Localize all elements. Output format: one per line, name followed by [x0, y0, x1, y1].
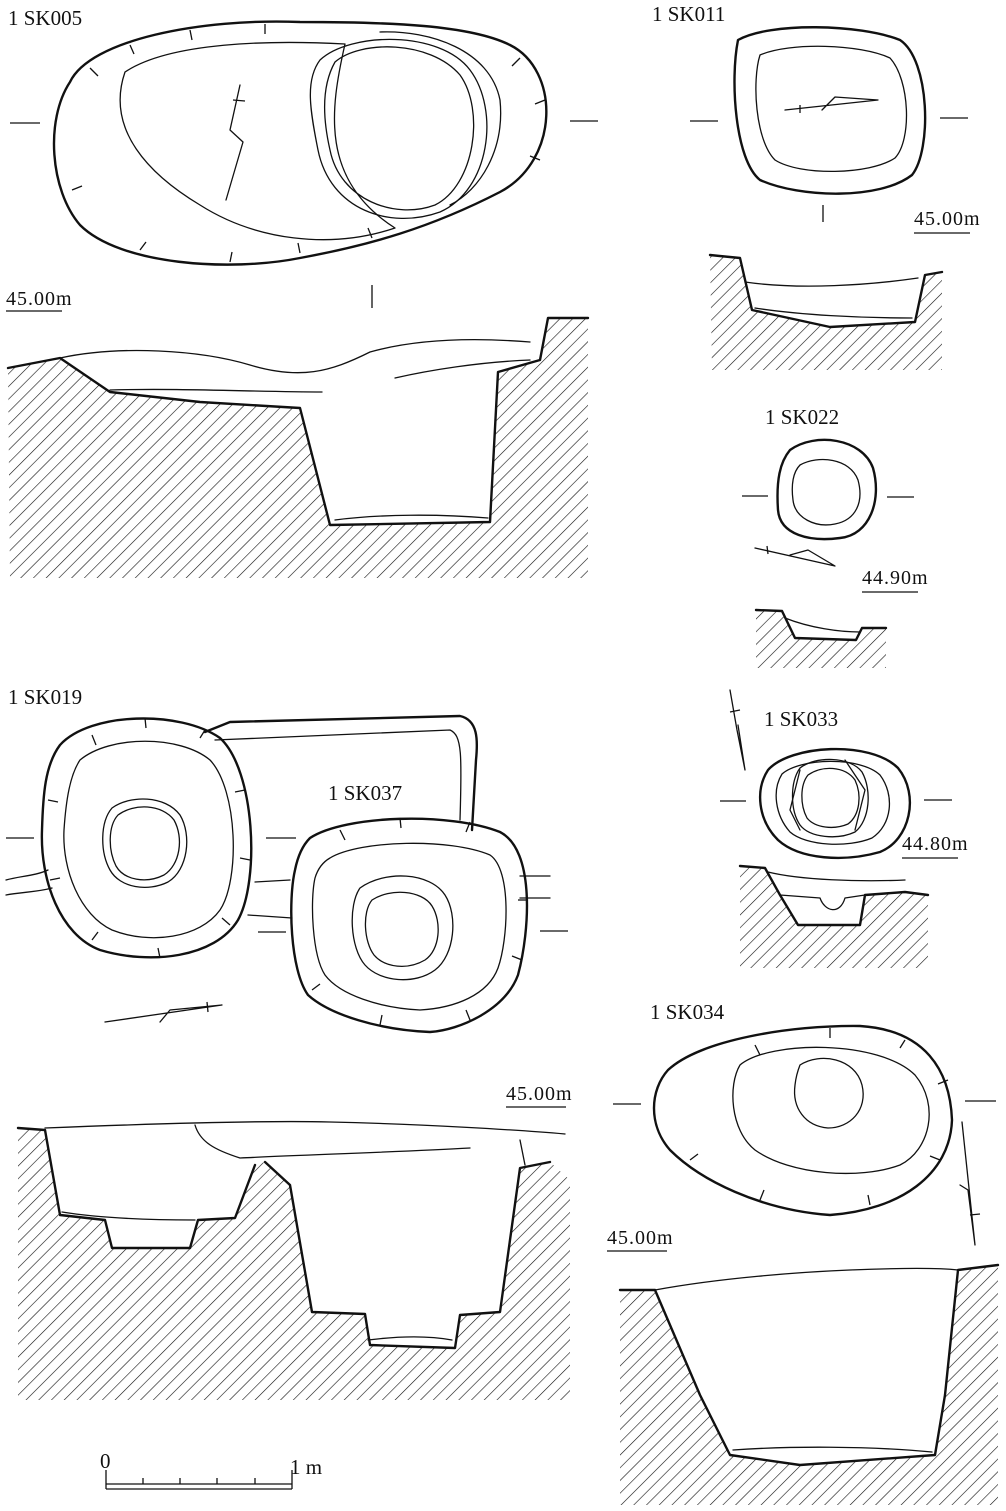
- elevation-label-sk005: 45.00m: [6, 288, 73, 310]
- plan-view-sk019: [5, 714, 479, 1023]
- feature-sk033: 1 SK033 44.80m: [720, 689, 969, 968]
- elevation-label-sk034: 45.00m: [607, 1227, 674, 1249]
- section-view-sk034: [618, 1263, 1000, 1505]
- plan-view-sk033: [720, 689, 952, 860]
- plan-view-sk037: [258, 817, 568, 1034]
- feature-label-sk037: 1 SK037: [328, 781, 402, 805]
- feature-sk022: 1 SK022 44.90m: [742, 405, 929, 668]
- feature-label-sk011: 1 SK011: [652, 2, 725, 26]
- feature-label-sk019: 1 SK019: [8, 685, 82, 709]
- feature-label-sk033: 1 SK033: [764, 707, 838, 731]
- elevation-label-sk033: 44.80m: [902, 833, 969, 855]
- plan-view-sk011: [690, 26, 968, 222]
- elevation-label-sk019: 45.00m: [506, 1083, 573, 1105]
- section-view-sk019-sk037: [16, 1120, 570, 1400]
- elevation-label-sk011: 45.00m: [914, 208, 981, 230]
- feature-label-sk034: 1 SK034: [650, 1000, 725, 1024]
- feature-label-sk022: 1 SK022: [765, 405, 839, 429]
- plan-view-sk022: [742, 438, 914, 567]
- section-view-sk022: [754, 608, 888, 668]
- section-view-sk033: [738, 864, 930, 968]
- elevation-label-sk022: 44.90m: [862, 567, 929, 589]
- plan-view-sk034: [613, 1024, 996, 1246]
- scale-bar-end-label: 1 m: [290, 1455, 322, 1479]
- section-view-sk011: [708, 253, 944, 370]
- feature-sk037: 1 SK037: [258, 781, 568, 1034]
- feature-sk005: 1 SK005 45.00m: [6, 6, 598, 578]
- feature-label-sk005: 1 SK005: [8, 6, 82, 30]
- feature-sk034: 1 SK034 45.00m: [607, 1000, 1000, 1505]
- section-view-sk005: [6, 316, 590, 578]
- feature-sk011: 1 SK011 45.00m: [652, 2, 981, 370]
- scale-bar: 0 1 m: [100, 1449, 322, 1490]
- plan-view-sk005: [10, 20, 598, 308]
- feature-sk019: 1 SK019: [5, 685, 479, 1023]
- scale-bar-start-label: 0: [100, 1449, 111, 1473]
